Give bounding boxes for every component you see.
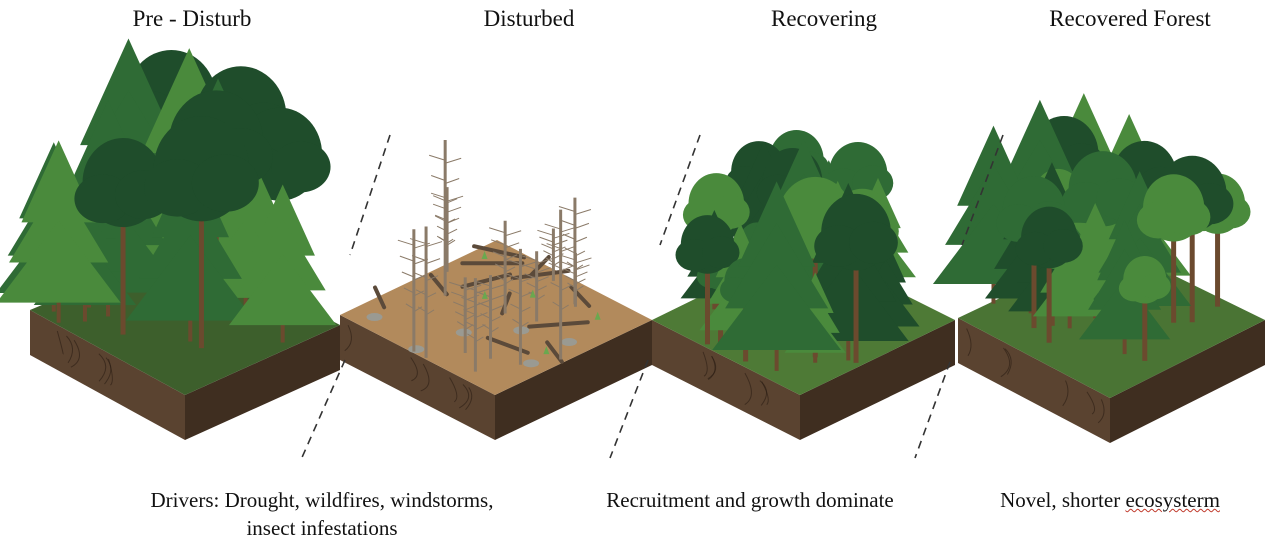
tree-canopy: [1140, 273, 1170, 299]
dead-branch: [402, 272, 414, 277]
dead-branch: [431, 175, 445, 180]
dead-branch: [575, 237, 587, 242]
caption-drivers-line2: insect infestations: [151, 514, 494, 542]
rock: [408, 345, 424, 353]
dead-branch: [539, 237, 553, 242]
dead-branch: [505, 231, 521, 236]
soil-block-1: [0, 38, 340, 440]
dead-branch: [445, 178, 459, 183]
soil-block-2: [340, 140, 652, 440]
dead-branch: [541, 244, 553, 249]
dead-branch: [489, 228, 505, 233]
dead-branch: [537, 230, 553, 235]
dead-branch: [561, 247, 575, 252]
caption-drivers-line1: Drivers: Drought, wildfires, windstorms,: [151, 486, 494, 514]
soil-block-3: [652, 130, 955, 440]
tree-canopy: [1044, 229, 1083, 263]
dead-branch: [429, 155, 445, 160]
tree-canopy: [849, 222, 898, 264]
rock: [367, 313, 383, 321]
dead-branch: [575, 210, 591, 215]
stage-divider-1-upper: [350, 135, 390, 255]
rock: [523, 359, 539, 367]
dead-branch: [563, 234, 575, 239]
caption-recovering: Recruitment and growth dominate: [606, 486, 894, 514]
tree-canopy: [192, 154, 259, 211]
dead-branch: [447, 207, 461, 212]
dead-branch: [545, 224, 561, 229]
tree-canopy: [271, 142, 330, 193]
caption-recovered-misspelled-word: ecosysterm: [1125, 488, 1219, 512]
dead-branch: [575, 272, 587, 277]
tree-canopy: [1168, 199, 1211, 236]
soil-block-4: [933, 93, 1265, 443]
dead-branch: [575, 258, 591, 263]
dead-branch: [575, 223, 589, 228]
dead-branch: [400, 256, 414, 261]
dead-branch: [398, 240, 414, 245]
dead-branch: [561, 220, 575, 225]
caption-recovered-prefix: Novel, shorter: [1000, 488, 1125, 512]
dead-branch: [426, 259, 440, 264]
dead-branch: [445, 158, 461, 163]
rock: [561, 338, 577, 346]
dead-branch: [447, 196, 463, 201]
caption-drivers: Drivers: Drought, wildfires, windstorms,…: [151, 486, 494, 542]
caption-recovered: Novel, shorter ecosysterm: [1000, 486, 1220, 514]
dead-branch: [433, 196, 445, 201]
